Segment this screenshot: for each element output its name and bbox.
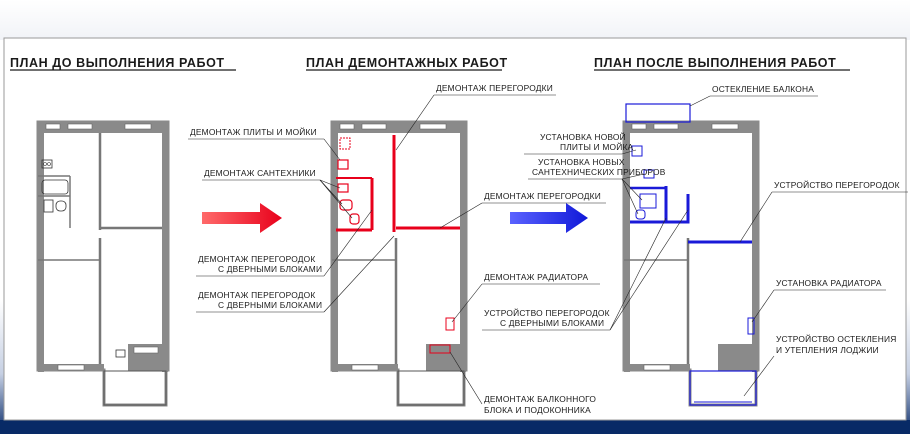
floorplan-demolition bbox=[330, 120, 468, 407]
after-callouts: ОСТЕКЛЕНИЕ БАЛКОНА УСТАНОВКА НОВОЙ ПЛИТЫ… bbox=[482, 84, 908, 397]
label-radiator: УСТАНОВКА РАДИАТОРА bbox=[776, 278, 882, 288]
label-new-stove-a: УСТАНОВКА НОВОЙ bbox=[540, 131, 626, 142]
label-demolish-radiator: ДЕМОНТАЖ РАДИАТОРА bbox=[484, 272, 588, 282]
label-demolish-partitions-doors-1a: ДЕМОНТАЖ ПЕРЕГОРОДОК bbox=[198, 254, 315, 264]
label-demolish-stove-sink: ДЕМОНТАЖ ПЛИТЫ И МОЙКИ bbox=[190, 126, 317, 137]
red-arrow bbox=[202, 203, 282, 233]
title-before: ПЛАН ДО ВЫПОЛНЕНИЯ РАБОТ bbox=[10, 56, 225, 70]
label-loggia-b: И УТЕПЛЕНИЯ ЛОДЖИИ bbox=[776, 345, 879, 355]
blue-arrow bbox=[510, 203, 588, 233]
panel-after: ПЛАН ПОСЛЕ ВЫПОЛНЕНИЯ РАБОТ bbox=[482, 56, 908, 407]
label-demolish-plumbing: ДЕМОНТАЖ САНТЕХНИКИ bbox=[204, 168, 316, 178]
label-demolish-partitions-doors-2a: ДЕМОНТАЖ ПЕРЕГОРОДОК bbox=[198, 290, 315, 300]
label-partitions-doors-a: УСТРОЙСТВО ПЕРЕГОРОДОК bbox=[484, 307, 610, 318]
floorplan-before bbox=[36, 120, 170, 407]
label-new-stove-b: ПЛИТЫ И МОЙКА bbox=[560, 141, 634, 152]
demolition-callouts: ДЕМОНТАЖ ПЕРЕГОРОДКИ ДЕМОНТАЖ ПЛИТЫ И МО… bbox=[188, 83, 606, 415]
label-demolish-balcony-block-a: ДЕМОНТАЖ БАЛКОННОГО bbox=[484, 394, 596, 404]
label-demolish-partitions-doors-1b: С ДВЕРНЫМИ БЛОКАМИ bbox=[218, 264, 322, 274]
panel-demolition: ПЛАН ДЕМОНТАЖНЫХ РАБОТ bbox=[188, 56, 606, 415]
panel-before: ПЛАН ДО ВЫПОЛНЕНИЯ РАБОТ bbox=[10, 56, 236, 407]
title-demolition: ПЛАН ДЕМОНТАЖНЫХ РАБОТ bbox=[306, 56, 508, 70]
label-balcony-glazing: ОСТЕКЛЕНИЕ БАЛКОНА bbox=[712, 84, 814, 94]
title-after: ПЛАН ПОСЛЕ ВЫПОЛНЕНИЯ РАБОТ bbox=[594, 56, 836, 70]
label-demolish-partition-top: ДЕМОНТАЖ ПЕРЕГОРОДКИ bbox=[436, 83, 553, 93]
label-new-plumbing-b: САНТЕХНИЧЕСКИХ ПРИБОРОВ bbox=[532, 167, 666, 177]
label-demolish-partitions-doors-2b: С ДВЕРНЫМИ БЛОКАМИ bbox=[218, 300, 322, 310]
label-partitions: УСТРОЙСТВО ПЕРЕГОРОДОК bbox=[774, 179, 900, 190]
label-demolish-partition-mid: ДЕМОНТАЖ ПЕРЕГОРОДКИ bbox=[484, 191, 601, 201]
label-loggia-a: УСТРОЙСТВО ОСТЕКЛЕНИЯ bbox=[776, 333, 896, 344]
label-new-plumbing-a: УСТАНОВКА НОВЫХ bbox=[538, 157, 625, 167]
label-demolish-balcony-block-b: БЛОКА И ПОДОКОННИКА bbox=[484, 405, 591, 415]
label-partitions-doors-b: С ДВЕРНЫМИ БЛОКАМИ bbox=[500, 318, 604, 328]
floorplan-after bbox=[622, 103, 760, 407]
